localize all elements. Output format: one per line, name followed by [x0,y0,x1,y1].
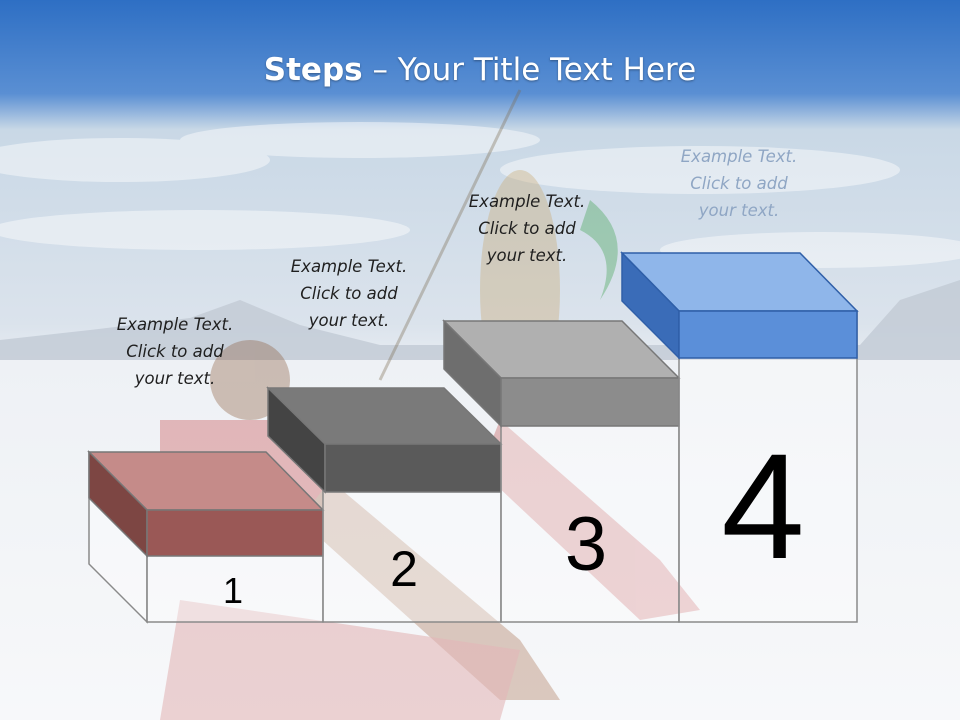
step-4-block [678,310,858,359]
step-2-block [324,443,502,493]
step-column-1[interactable]: 1 [87,450,325,624]
step-number-1: 1 [223,570,243,611]
step-4-caption-line-1: Example Text. [680,147,798,166]
title-text: – Your Title Text Here [362,52,697,88]
step-number-2: 2 [390,541,418,597]
step-column-3[interactable]: 3 [442,319,681,623]
title-bold-word: Steps [263,52,363,88]
step-1-caption-line-2: Click to add [126,342,224,361]
step-3-block [500,377,680,427]
step-4-caption-line-2: Click to add [690,174,788,193]
step-number-4: 4 [721,422,804,590]
step-3-caption[interactable]: Example Text. Click to add your text. [442,188,612,269]
slide-title[interactable]: Steps – Your Title Text Here [0,52,960,88]
step-3-caption-line-3: your text. [486,246,568,265]
step-1-caption-line-1: Example Text. [116,315,234,334]
step-1-block [146,509,324,557]
step-3-caption-line-1: Example Text. [468,192,586,211]
step-column-2[interactable]: 2 [266,386,503,623]
step-1-caption-line-3: your text. [134,369,216,388]
step-1-caption[interactable]: Example Text. Click to add your text. [90,311,260,392]
clouds [0,122,960,268]
step-number-3: 3 [565,502,607,587]
step-3-caption-line-2: Click to add [478,219,576,238]
step-4-caption-line-3: your text. [698,201,780,220]
step-2-caption-line-2: Click to add [300,284,398,303]
step-2-caption[interactable]: Example Text. Click to add your text. [264,253,434,334]
step-2-caption-line-1: Example Text. [290,257,408,276]
step-2-caption-line-3: your text. [308,311,390,330]
step-4-caption[interactable]: Example Text. Click to add your text. [654,143,824,224]
step-column-4[interactable]: 4 [620,251,859,623]
